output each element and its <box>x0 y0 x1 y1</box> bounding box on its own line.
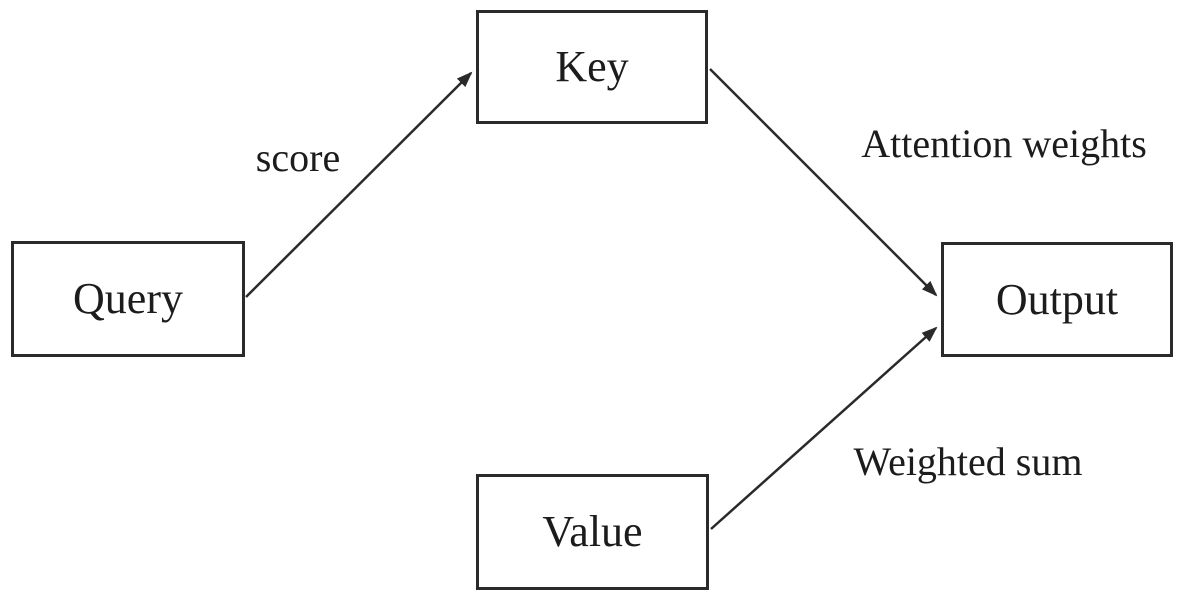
node-query: Query <box>11 241 245 357</box>
node-output: Output <box>941 242 1173 357</box>
node-value: Value <box>476 474 709 590</box>
node-key-label: Key <box>555 42 629 91</box>
edge-label-weighted-sum: Weighted sum <box>853 439 1083 484</box>
node-value-label: Value <box>542 507 643 556</box>
node-output-label: Output <box>995 274 1119 324</box>
arrow-value-to-output <box>710 326 938 530</box>
node-key: Key <box>476 10 708 124</box>
arrow-query-to-key <box>245 71 473 298</box>
arrow-key-to-output <box>709 68 938 297</box>
node-query-label: Query <box>73 274 183 323</box>
edge-label-attention-weights: Attention weights <box>861 121 1147 166</box>
edge-label-score: score <box>255 135 341 180</box>
